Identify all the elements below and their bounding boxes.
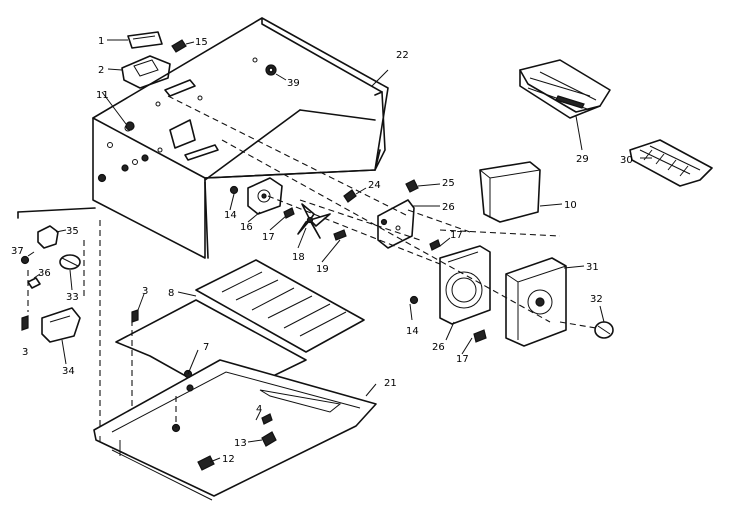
fan-shroud-part-26 — [439, 245, 491, 325]
callout-33: 33 — [66, 292, 79, 303]
lamp-socket-part-35 — [37, 225, 59, 249]
clip-part-11 — [125, 121, 135, 131]
callout-25: 25 — [442, 178, 455, 189]
screw-part-15 — [171, 39, 187, 53]
screw-part-3-left — [21, 315, 29, 331]
callout-17-shroud: 17 — [456, 354, 469, 365]
evaporator-cover-part-8 — [195, 259, 365, 353]
liner-screws — [97, 154, 149, 183]
callout-29: 29 — [576, 154, 589, 165]
callout-4: 4 — [256, 404, 262, 415]
callout-26-top: 26 — [442, 202, 455, 213]
ice-tray-part-30 — [629, 139, 713, 187]
callout-30: 30 — [620, 155, 633, 166]
callout-17-motor: 17 — [262, 232, 275, 243]
cabinet-liner-part-22 — [92, 17, 389, 259]
callout-19: 19 — [316, 264, 329, 275]
callout-28: 26 — [432, 342, 445, 353]
screw-part-3-pan — [131, 309, 139, 323]
bracket-part-26-top — [377, 199, 415, 249]
callout-labels: 1 2 15 39 22 11 24 25 26 10 29 30 14 16 … — [11, 36, 633, 465]
callout-3-pan: 3 — [142, 286, 148, 297]
washer-part-14-bottom — [409, 295, 419, 305]
fan-blade-part-18 — [297, 203, 331, 239]
screw-part-19 — [333, 229, 347, 241]
bulb-part-33 — [59, 254, 81, 270]
callout-8: 8 — [168, 288, 174, 299]
storage-bin-part-10 — [479, 161, 541, 223]
assembly-dash-lines — [27, 95, 597, 430]
plate-part-1 — [127, 31, 163, 49]
callout-36: 36 — [38, 268, 51, 279]
washer-part-14-top — [229, 185, 239, 195]
screw-part-25 — [405, 179, 419, 193]
screw-part-24 — [343, 189, 357, 203]
callout-1: 1 — [98, 36, 104, 47]
callout-15: 15 — [195, 37, 208, 48]
grommet-part-39 — [265, 64, 277, 76]
callout-3-left: 3 — [22, 347, 28, 358]
screw-part-37 — [20, 255, 30, 265]
callout-16: 16 — [240, 222, 253, 233]
callout-14-bottom: 14 — [406, 326, 419, 337]
callout-34: 34 — [62, 366, 75, 377]
screw-part-17-bracket — [429, 239, 441, 251]
wire-rack-part-29 — [519, 59, 611, 119]
lamp-cover-part-34 — [41, 307, 81, 343]
callout-37: 37 — [11, 246, 24, 257]
callout-32: 32 — [590, 294, 603, 305]
screw-part-17-shroud — [473, 329, 487, 343]
callout-39: 39 — [287, 78, 300, 89]
callout-14-top: 14 — [224, 210, 237, 221]
callout-7: 7 — [203, 342, 209, 353]
callout-21: 21 — [384, 378, 397, 389]
callout-24: 24 — [368, 180, 381, 191]
leader-lines — [27, 39, 652, 463]
control-housing-part-2 — [121, 55, 171, 89]
side-bracket-outline — [17, 207, 96, 219]
callout-10: 10 — [564, 200, 577, 211]
callout-18: 18 — [292, 252, 305, 263]
fan-housing-part-31 — [505, 257, 567, 347]
callout-12: 12 — [222, 454, 235, 465]
callout-22: 22 — [396, 50, 409, 61]
callout-13: 13 — [234, 438, 247, 449]
callout-31: 31 — [586, 262, 599, 273]
knob-part-32 — [594, 321, 614, 339]
callout-17-bracket: 17 — [450, 230, 463, 241]
callout-11: 11 — [96, 90, 109, 101]
callout-2: 2 — [98, 65, 104, 76]
fan-motor-part-16 — [247, 177, 283, 215]
drain-pan-part-21 — [93, 359, 377, 501]
callout-35: 35 — [66, 226, 79, 237]
clip-part-36 — [27, 277, 41, 289]
